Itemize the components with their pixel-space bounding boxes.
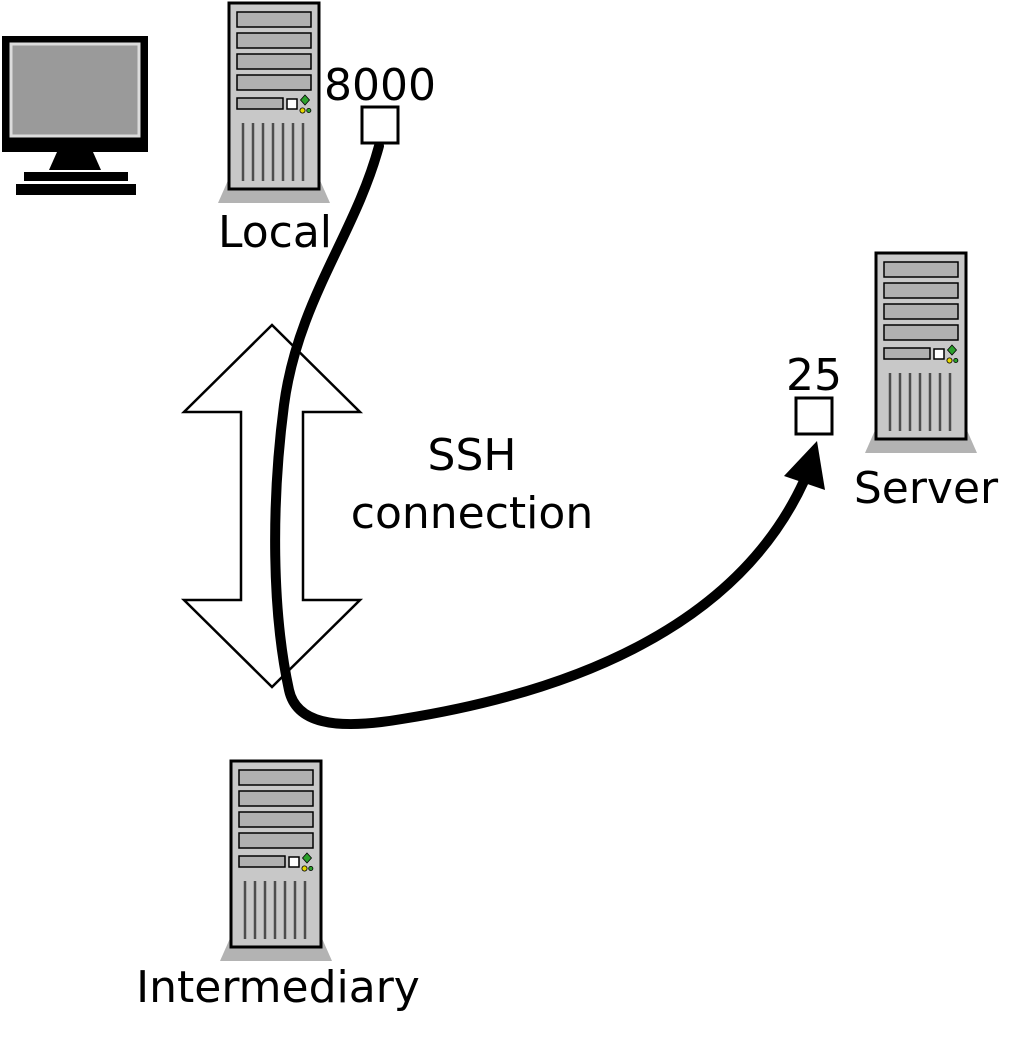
- tunnel-cable: [270, 141, 809, 730]
- tunnel-arrowhead-icon: [784, 441, 825, 490]
- server-port-box: [794, 396, 834, 436]
- server-computer-icon: [863, 251, 979, 455]
- intermediary-computer-icon: [218, 759, 334, 963]
- ssh-connection-label-line2: connection: [351, 488, 593, 539]
- intermediary-label: Intermediary: [136, 962, 420, 1013]
- server-label: Server: [854, 463, 999, 514]
- local-computer-icon: [216, 1, 332, 205]
- local-port-label: 8000: [324, 60, 436, 111]
- monitor-icon: [0, 34, 150, 197]
- local-port-box: [360, 105, 400, 145]
- local-label: Local: [218, 207, 332, 258]
- ssh-connection-label-line1: SSH: [428, 430, 517, 481]
- server-port-label: 25: [786, 350, 842, 401]
